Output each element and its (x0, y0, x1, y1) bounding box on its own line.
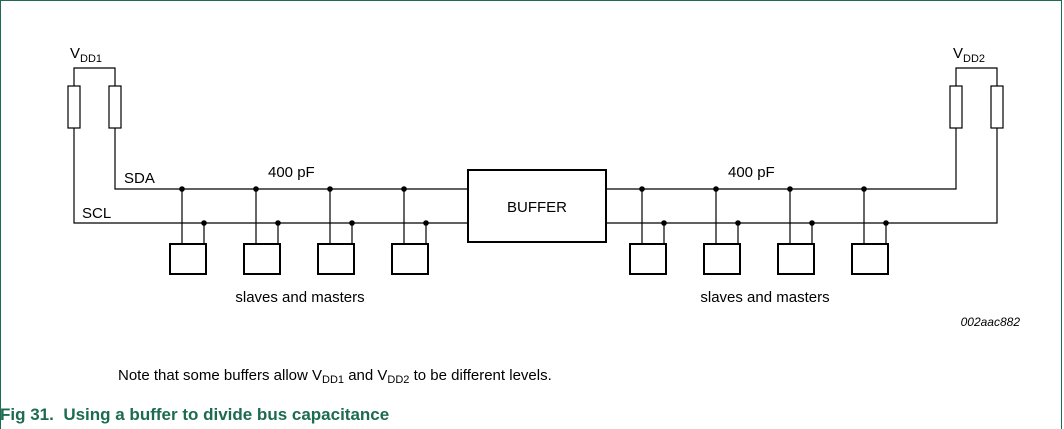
figure-code: 002aac882 (961, 315, 1021, 329)
vdd1-label: VDD1 (70, 45, 102, 65)
pullup-resistor-scl-left (67, 85, 81, 129)
sda-label: SDA (124, 170, 155, 187)
buffer-label: BUFFER (507, 199, 567, 216)
scl-label: SCL (82, 205, 111, 222)
device-3 (317, 186, 355, 275)
devices-left-label: slaves and masters (235, 289, 364, 306)
capacitance-left-label: 400 pF (268, 164, 315, 181)
device-4 (391, 186, 429, 275)
device-8 (851, 186, 889, 275)
capacitance-right-label: 400 pF (728, 164, 775, 181)
device-group (169, 186, 889, 275)
vdd2-label: VDD2 (953, 45, 985, 65)
note-text: Note that some buffers allow VDD1 and VD… (118, 367, 552, 386)
device-6 (703, 186, 741, 275)
devices-right-label: slaves and masters (700, 289, 829, 306)
device-7 (777, 186, 815, 275)
device-5 (629, 186, 667, 275)
buffer-block (467, 169, 607, 243)
bus-buffer-diagram: VDD1 VDD2 SDA SCL 400 pF 400 pF BUFFER s… (67, 45, 1021, 329)
figure-title: Using a buffer to divide bus capacitance (63, 405, 390, 424)
device-2 (243, 186, 281, 275)
pullup-resistor-sda-right (949, 85, 963, 129)
left-pullup-resistors (67, 67, 468, 224)
right-pullup-resistors (606, 67, 1004, 224)
figure-number: Fig 31. (0, 405, 54, 424)
figure-caption: Fig 31. Using a buffer to divide bus cap… (0, 405, 389, 425)
pullup-resistor-scl-right (990, 85, 1004, 129)
pullup-resistor-sda-left (108, 85, 122, 129)
device-1 (169, 186, 207, 275)
